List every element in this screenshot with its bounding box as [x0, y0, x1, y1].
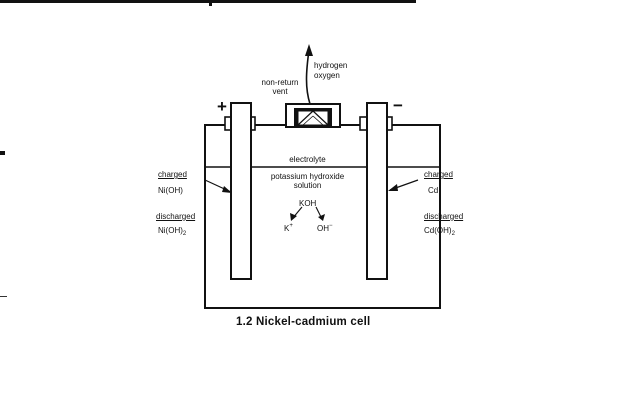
figure-caption: 1.2 Nickel-cadmium cell — [236, 316, 371, 328]
left-edge-mark — [0, 151, 5, 155]
right-discharged-heading: discharged — [424, 212, 464, 221]
left-edge-dash — [0, 296, 7, 297]
k-ion-label: K+ — [284, 223, 293, 233]
vent-label-line-1: non-return — [261, 78, 299, 87]
top-border-line — [0, 0, 416, 3]
koh-label: KOH — [299, 199, 317, 208]
solution-label-line-1: potassium hydroxide — [270, 172, 345, 181]
positive-terminal-sign: + — [217, 97, 227, 116]
left-charged-material: Ni(OH) — [158, 186, 183, 195]
vent-label-line-2: vent — [272, 87, 288, 96]
left-discharged-heading: discharged — [156, 212, 196, 221]
oxygen-label: oxygen — [314, 71, 340, 80]
oh-ion-label: OH− — [317, 223, 333, 233]
top-border-tick — [209, 0, 212, 6]
left-discharged-material: Ni(OH)2 — [158, 226, 187, 237]
negative-terminal-sign: − — [393, 96, 403, 115]
positive-electrode — [224, 102, 256, 280]
hydrogen-label: hydrogen — [314, 61, 348, 70]
solution-label-line-2: solution — [293, 181, 322, 190]
negative-electrode — [359, 102, 393, 280]
right-charged-heading: charged — [424, 170, 453, 179]
left-charged-heading: charged — [158, 170, 187, 179]
right-charged-material: Cd — [428, 186, 439, 195]
electrolyte-label: electrolyte — [289, 155, 326, 164]
vent-cap-icon — [285, 103, 341, 128]
right-discharged-material: Cd(OH)2 — [424, 226, 455, 237]
